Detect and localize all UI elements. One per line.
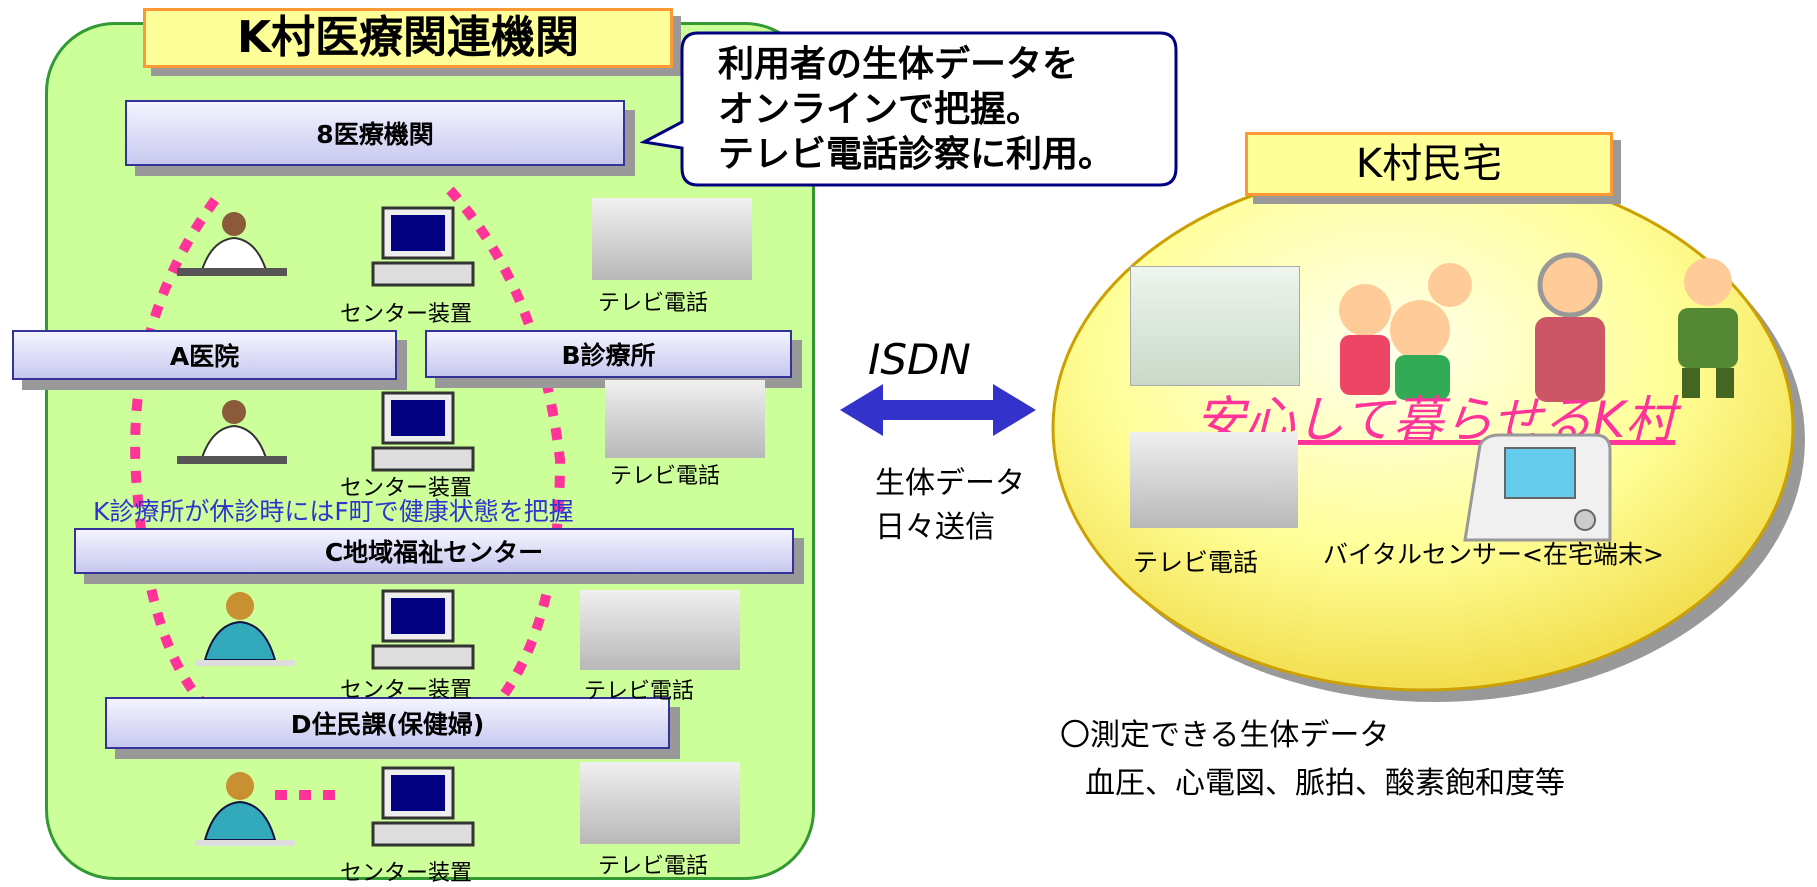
vital-sensor-icon bbox=[1463, 433, 1612, 542]
network-label: ISDN bbox=[868, 335, 971, 384]
institution-c: C地域福祉センター bbox=[74, 528, 794, 574]
callout-line-3: テレビ電話診察に利用。 bbox=[718, 134, 1115, 175]
video-phone-icon bbox=[580, 590, 740, 670]
video-phone-icon bbox=[580, 762, 740, 844]
measurable-title: 〇測定できる生体データ bbox=[1060, 718, 1390, 753]
video-phone-icon bbox=[592, 198, 752, 280]
institution-a: A医院 bbox=[12, 330, 397, 380]
computer-icon bbox=[371, 391, 475, 472]
transfer-text: 生体データ 日々送信 bbox=[875, 462, 1025, 550]
device-label: センター装置 bbox=[340, 678, 473, 703]
left-panel-title: K村医療関連機関 bbox=[143, 8, 673, 68]
nurse-icon bbox=[195, 592, 295, 666]
elderly-man-illustration bbox=[1678, 258, 1738, 398]
video-phone-icon bbox=[605, 380, 765, 458]
computer-icon bbox=[371, 206, 475, 287]
transfer-line-1: 生体データ bbox=[875, 466, 1025, 501]
holiday-note: K診療所が休診時にはF町で健康状態を把握 bbox=[93, 497, 574, 526]
family-illustration bbox=[1339, 263, 1472, 400]
phone-label: テレビ電話 bbox=[598, 291, 709, 316]
callout-line-2: オンラインで把握。 bbox=[718, 89, 1043, 130]
phone-label: テレビ電話 bbox=[610, 464, 721, 489]
computer-icon bbox=[371, 766, 475, 847]
double-arrow-icon bbox=[840, 384, 1036, 436]
device-label: センター装置 bbox=[340, 476, 473, 501]
institution-d: D住民課(保健婦) bbox=[105, 697, 670, 749]
phone-label: テレビ電話 bbox=[584, 679, 695, 704]
video-phone-icon bbox=[1130, 432, 1298, 528]
transfer-line-2: 日々送信 bbox=[875, 510, 995, 545]
callout-bubble bbox=[640, 31, 1178, 187]
computer-icon bbox=[371, 589, 475, 670]
device-label: センター装置 bbox=[340, 861, 473, 886]
right-panel-title: K村民宅 bbox=[1245, 132, 1613, 196]
callout-line-1: 利用者の生体データを bbox=[718, 44, 1079, 85]
doctor-icon bbox=[177, 400, 287, 464]
device-label: センター装置 bbox=[340, 302, 473, 327]
institution-main: 8医療機関 bbox=[125, 100, 625, 166]
home-phone-label: テレビ電話 bbox=[1133, 548, 1259, 577]
doctor-icon bbox=[177, 212, 287, 276]
institution-b: B診療所 bbox=[425, 330, 792, 378]
vital-sensor-label: バイタルセンサー<在宅端末> bbox=[1323, 540, 1664, 569]
elderly-woman-illustration bbox=[1535, 252, 1605, 402]
measurable-items: 血圧、心電図、脈拍、酸素飽和度等 bbox=[1085, 766, 1565, 801]
callout-text: 利用者の生体データを オンラインで把握。 テレビ電話診察に利用。 bbox=[718, 42, 1114, 177]
patient-bed-illustration bbox=[1130, 266, 1300, 386]
phone-label: テレビ電話 bbox=[598, 854, 709, 879]
nurse-icon bbox=[195, 772, 295, 846]
